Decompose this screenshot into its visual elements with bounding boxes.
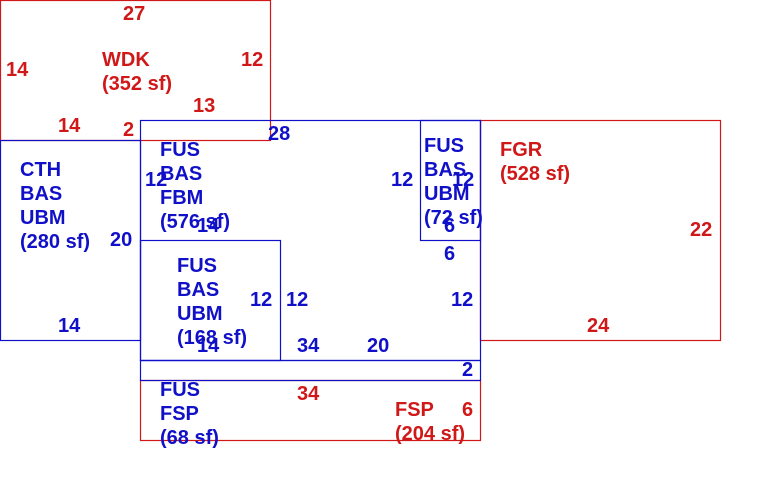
fgr-code: FGR [500, 139, 543, 161]
dim-fsp-right: 6 [462, 399, 474, 421]
fgr-area: (528 sf) [500, 163, 571, 185]
cth-label: CTH BAS UBM (280 sf) [20, 158, 90, 254]
dim-wdk-bottom: 14 [58, 115, 81, 137]
cth-line3: UBM [20, 207, 66, 229]
dim-bottom-34: 34 [297, 335, 320, 357]
dim-cth-bottom: 14 [58, 315, 81, 337]
dim-bottom-20: 20 [367, 335, 390, 357]
fus-small-line3: UBM [424, 183, 470, 205]
fus-small-area: (72 sf) [424, 207, 483, 229]
fus-ubm-line3: UBM [177, 303, 223, 325]
dim-fsp-top: 34 [297, 383, 320, 405]
fus-small-line1: FUS [424, 135, 464, 157]
fus-small-label: FUS BAS UBM (72 sf) [424, 134, 483, 230]
fgr-label: FGR (528 sf) [500, 138, 570, 186]
cth-line1: CTH [20, 159, 62, 181]
fus-main-label: FUS BAS FBM (576 sf) [160, 138, 230, 234]
fus-ubm-area: (168 sf) [177, 327, 248, 349]
fus-ubm-line1: FUS [177, 255, 217, 277]
fus-small-outline [419, 119, 482, 242]
dim-small-below: 6 [444, 243, 456, 265]
wdk-code: WDK [102, 49, 150, 71]
fus-strip-outline [139, 359, 482, 382]
dim-wdk-left: 14 [6, 59, 29, 81]
fus-fsp-area: (68 sf) [160, 427, 219, 449]
dim-main-right: 12 [451, 289, 474, 311]
fsp-area: (204 sf) [395, 423, 466, 445]
fus-fsp-line2: FSP [160, 403, 199, 425]
wdk-label: WDK (352 sf) [102, 48, 172, 96]
dim-fus-top: 28 [268, 123, 291, 145]
dim-ubm-right: 12 [250, 289, 273, 311]
dim-wdk-right: 12 [241, 49, 264, 71]
wdk-area: (352 sf) [102, 73, 173, 95]
fus-fsp-line1: FUS [160, 379, 200, 401]
dim-wdk-inner: 13 [193, 95, 216, 117]
dim-fus-inner-bottom: 14 [197, 215, 220, 237]
fus-main-line2: BAS [160, 163, 203, 185]
fus-main-line1: FUS [160, 139, 200, 161]
cth-area: (280 sf) [20, 231, 91, 253]
fsp-code: FSP [395, 399, 434, 421]
dim-ubm-bottom: 14 [197, 335, 220, 357]
fus-fsp-label: FUS FSP (68 sf) [160, 378, 219, 450]
dim-wdk-top: 27 [123, 3, 146, 25]
fus-main-line3: FBM [160, 187, 204, 209]
dim-small-bottom: 6 [444, 215, 456, 237]
dim-fgr-bottom: 24 [587, 315, 610, 337]
fus-small-line2: BAS [424, 159, 467, 181]
dim-cth-right: 20 [110, 229, 133, 251]
fsp-label: FSP (204 sf) [395, 398, 465, 446]
dim-fus-left: 12 [145, 169, 168, 191]
dim-small-right: 12 [452, 169, 475, 191]
dim-fus-right-inner: 12 [391, 169, 414, 191]
dim-ubm-right-outer: 12 [286, 289, 309, 311]
fus-main-area: (576 sf) [160, 211, 231, 233]
dim-fgr-right: 22 [690, 219, 713, 241]
dim-wdk-step: 2 [123, 119, 135, 141]
fus-ubm-line2: BAS [177, 279, 220, 301]
dim-strip-right: 2 [462, 359, 474, 381]
cth-line2: BAS [20, 183, 63, 205]
fus-ubm-label: FUS BAS UBM (168 sf) [177, 254, 247, 350]
